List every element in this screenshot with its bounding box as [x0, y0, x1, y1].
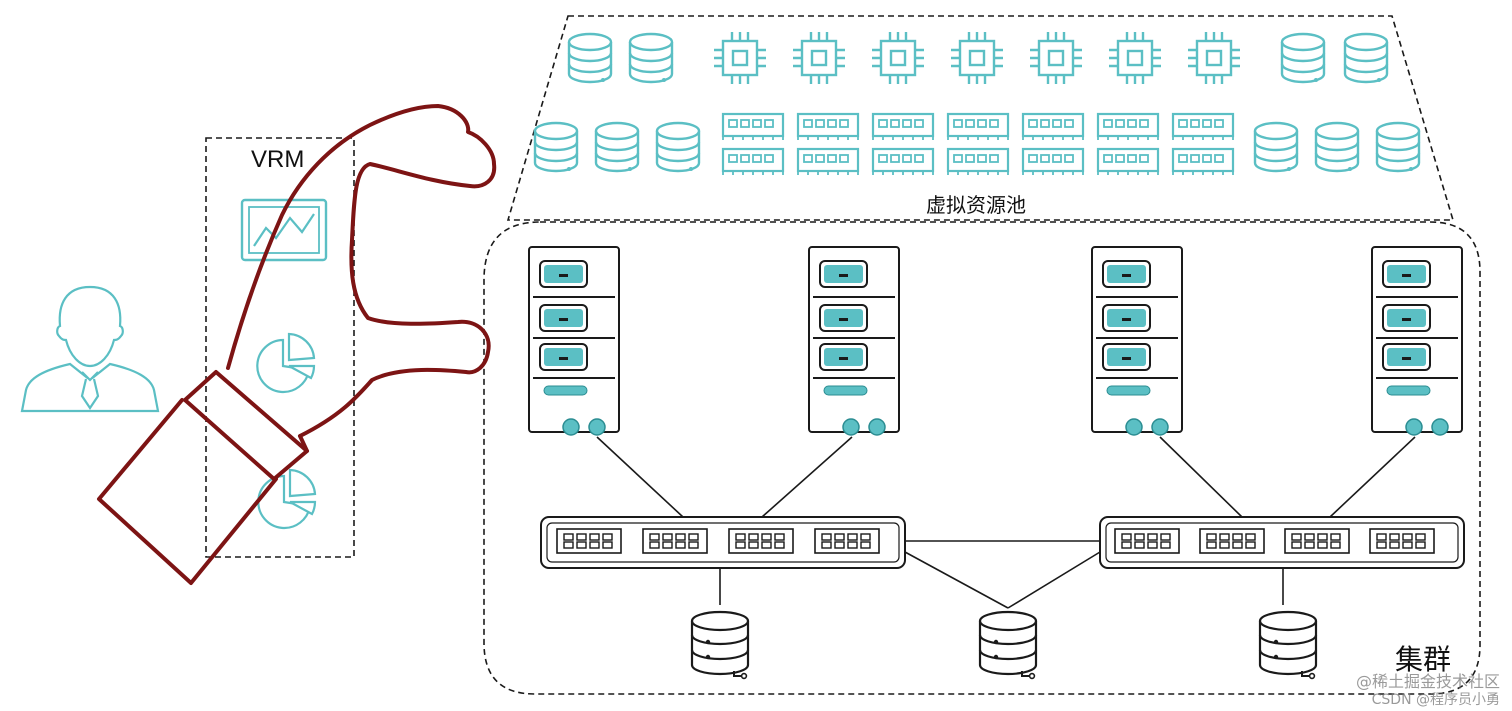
- memory-module-icon: [1096, 112, 1160, 142]
- cluster-boundary: [483, 221, 1481, 695]
- monitor-chart-icon: [240, 198, 328, 262]
- cpu-chip-icon: [791, 30, 847, 86]
- database-icon: [1258, 610, 1318, 680]
- database-icon: [628, 32, 674, 84]
- memory-module-icon: [871, 147, 935, 177]
- cpu-chip-icon: [870, 30, 926, 86]
- database-icon: [1314, 121, 1360, 173]
- memory-module-icon: [946, 147, 1010, 177]
- resource-pool-label: 虚拟资源池: [926, 193, 1026, 217]
- cpu-chip-icon: [949, 30, 1005, 86]
- cpu-chip-icon: [1186, 30, 1242, 86]
- user-icon: [20, 285, 160, 413]
- server-rack-icon: [1091, 246, 1183, 436]
- database-icon: [567, 32, 613, 84]
- cpu-chip-icon: [1107, 30, 1163, 86]
- database-icon: [1375, 121, 1421, 173]
- memory-module-icon: [796, 147, 860, 177]
- database-icon: [690, 610, 750, 680]
- database-icon: [1280, 32, 1326, 84]
- memory-module-icon: [721, 147, 785, 177]
- pie-chart-icon: [257, 468, 317, 530]
- network-switch-icon: [1099, 516, 1465, 569]
- cpu-chip-icon: [1028, 30, 1084, 86]
- database-icon: [594, 121, 640, 173]
- database-icon: [655, 121, 701, 173]
- cluster-label: 集群: [1395, 643, 1452, 676]
- memory-module-icon: [946, 112, 1010, 142]
- server-rack-icon: [808, 246, 900, 436]
- database-icon: [978, 610, 1038, 680]
- database-icon: [533, 121, 579, 173]
- memory-module-icon: [871, 112, 935, 142]
- memory-module-icon: [1021, 112, 1085, 142]
- memory-module-icon: [721, 112, 785, 142]
- grabbing-hand-icon: [97, 104, 497, 585]
- watermark-line-1: @稀土掘金技术社区: [1355, 672, 1500, 691]
- watermark-line-2: CSDN @程序员小勇: [1371, 692, 1500, 708]
- memory-module-icon: [1171, 147, 1235, 177]
- memory-module-icon: [1021, 147, 1085, 177]
- memory-module-icon: [796, 112, 860, 142]
- database-icon: [1253, 121, 1299, 173]
- vrm-panel: [205, 137, 355, 558]
- resource-pool-boundary: [506, 15, 1455, 221]
- cpu-chip-icon: [712, 30, 768, 86]
- network-links: [596, 436, 1416, 609]
- server-rack-icon: [528, 246, 620, 436]
- network-switch-icon: [540, 516, 906, 569]
- memory-module-icon: [1171, 112, 1235, 142]
- database-icon: [1343, 32, 1389, 84]
- server-rack-icon: [1371, 246, 1463, 436]
- memory-module-icon: [1096, 147, 1160, 177]
- vrm-label: VRM: [251, 146, 305, 173]
- pie-chart-icon: [256, 332, 316, 394]
